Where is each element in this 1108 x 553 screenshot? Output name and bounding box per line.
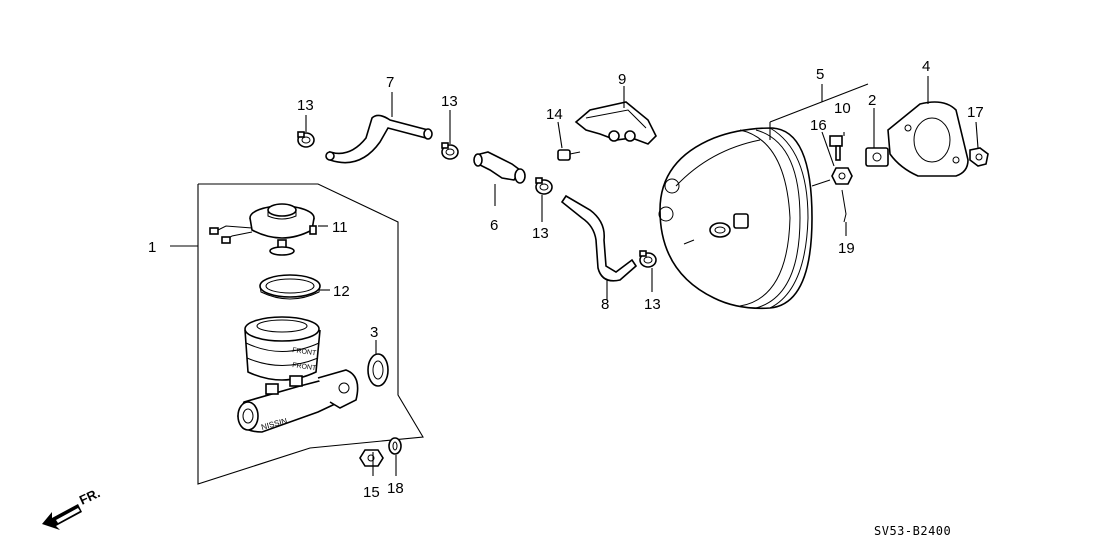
diagram-code: SV53-B2400 — [874, 524, 951, 538]
svg-text:FRONT: FRONT — [292, 347, 318, 357]
callout-13-b: 13 — [441, 93, 458, 110]
callout-numbers: 1 2 3 4 5 6 7 8 9 10 11 12 13 13 13 13 1… — [148, 58, 984, 501]
hose-clamp-3 — [535, 177, 553, 195]
callout-8: 8 — [601, 296, 609, 313]
callout-7: 7 — [386, 74, 394, 91]
front-label: FR. — [77, 485, 102, 507]
hose-bracket — [574, 86, 657, 145]
reservoir-seal — [259, 274, 321, 300]
nut-and-washer — [359, 437, 402, 467]
callout-16: 16 — [810, 117, 827, 134]
callout-13-a: 13 — [297, 97, 314, 114]
booster-gasket — [887, 76, 969, 177]
callout-1: 1 — [148, 239, 156, 256]
callout-lines — [305, 110, 845, 476]
clevis-yoke — [865, 108, 889, 167]
callout-14: 14 — [546, 106, 563, 123]
callout-12: 12 — [333, 283, 350, 300]
callout-9: 9 — [618, 71, 626, 88]
callout-6: 6 — [490, 217, 498, 234]
hose-clamp-4 — [639, 250, 657, 268]
callout-4: 4 — [922, 58, 930, 75]
callout-2: 2 — [868, 92, 876, 109]
callout-13-c: 13 — [532, 225, 549, 242]
front-arrow-icon — [42, 504, 82, 530]
clevis-pin — [829, 135, 843, 161]
master-cylinder-body: FRONT FRONT NISSIN — [237, 316, 359, 433]
push-rod-seal — [367, 340, 389, 387]
nut-17 — [969, 121, 989, 167]
check-valve — [473, 151, 526, 206]
vacuum-hose-lower — [560, 194, 638, 300]
callout-3: 3 — [370, 324, 378, 341]
callout-17: 17 — [967, 104, 984, 121]
bolt-small — [557, 121, 581, 161]
lock-nut — [831, 167, 853, 185]
callout-5: 5 — [816, 66, 824, 83]
callout-18: 18 — [387, 480, 404, 497]
callout-15: 15 — [363, 484, 380, 501]
vacuum-hose-upper — [325, 92, 433, 164]
cotter-pin — [841, 189, 847, 236]
brake-booster — [658, 83, 869, 310]
callout-19: 19 — [838, 240, 855, 257]
hose-clamp-1 — [297, 131, 315, 148]
callout-11: 11 — [332, 219, 348, 236]
reservoir-cap — [209, 203, 317, 256]
svg-text:FRONT: FRONT — [292, 362, 318, 372]
front-direction-indicator: FR. — [42, 485, 102, 530]
hose-clamp-2 — [441, 142, 459, 160]
callout-10: 10 — [834, 100, 851, 117]
master-cylinder-assembly-outline — [170, 183, 424, 485]
callout-13-d: 13 — [644, 296, 661, 313]
